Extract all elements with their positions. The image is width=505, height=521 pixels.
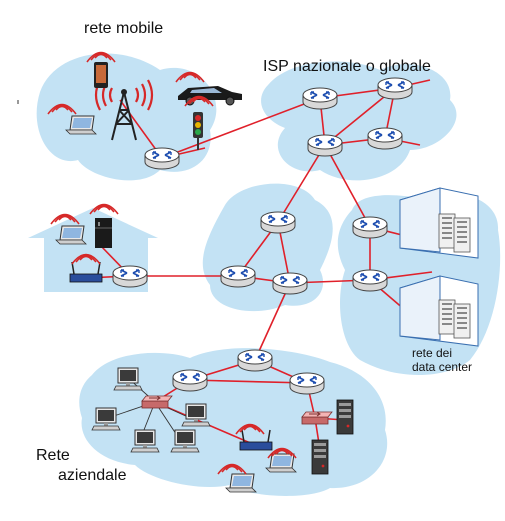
desktop-pc-icon [130,429,160,453]
car-icon [178,86,242,106]
router-icon [112,265,148,288]
wifi-access-point-icon [239,429,273,451]
enterprise-label: Rete aziendale [36,446,127,486]
server-icon [438,213,456,249]
router-icon [302,87,338,110]
datacenter-label: rete dei data center [412,346,472,374]
router-icon [172,369,208,392]
router-icon [289,372,325,395]
router-icon [272,272,308,295]
switch-icon [141,395,173,409]
server-icon [336,399,354,435]
phone-icon [94,62,108,88]
router-icon [307,134,343,157]
router-icon [220,265,256,288]
router-icon [377,77,413,100]
server-icon [438,299,456,335]
isp-cloud [261,61,457,181]
cell-tower-icon [94,79,154,141]
desktop-pc-icon [170,429,200,453]
fridge-icon [95,218,112,248]
server-icon [453,217,471,253]
server-icon [453,303,471,339]
desktop-pc-icon [91,407,121,431]
datacenter-label-line2: data center [412,360,473,374]
enterprise-label-line2: aziendale [58,467,127,484]
router-icon [260,211,296,234]
router-icon [352,216,388,239]
router-icon [144,147,180,170]
isp-label: ISP nazionale o globale [263,58,431,75]
desktop-pc-icon [113,367,143,391]
datacenter-label-line1: rete dei [412,346,453,360]
traffic-light-icon [193,112,203,150]
router-icon [352,269,388,292]
core-cloud [202,183,333,312]
router-icon [367,127,403,150]
router-icon [237,349,273,372]
server-icon [311,439,329,475]
desktop-pc-icon [181,403,211,427]
switch-icon [301,411,333,425]
mobile-network-label: rete mobile [84,20,164,37]
enterprise-label-line1: Rete [36,447,70,464]
